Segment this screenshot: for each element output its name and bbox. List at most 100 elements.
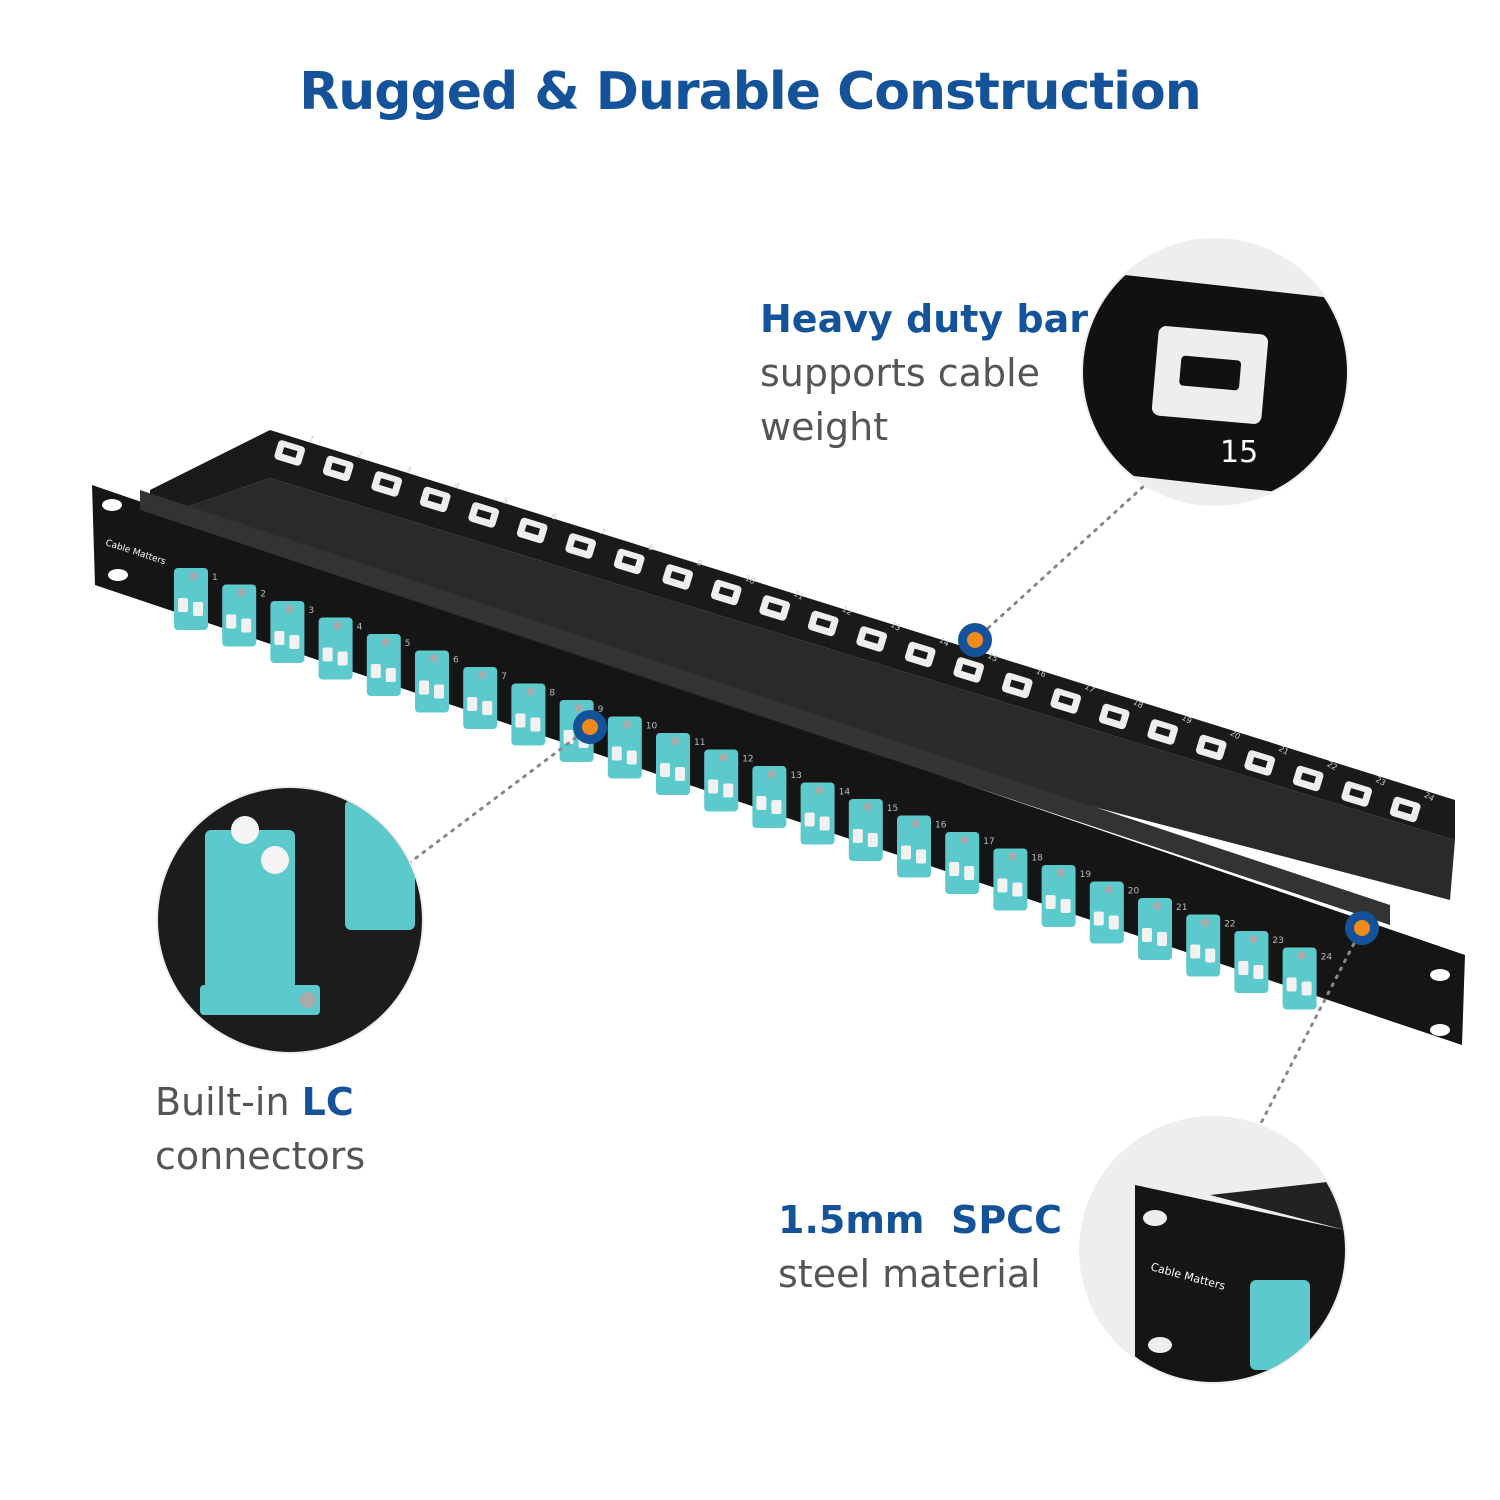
cable-slot: 15 bbox=[953, 651, 999, 683]
cable-slot: 7 bbox=[565, 527, 607, 559]
cable-bar bbox=[150, 430, 1455, 840]
mount-hole bbox=[1430, 969, 1450, 981]
cable-slot: 1 bbox=[274, 434, 316, 466]
hotspot-dot bbox=[1345, 911, 1379, 945]
slot-number: 2 bbox=[356, 449, 365, 459]
page-title: Rugged & Durable Construction bbox=[299, 62, 1202, 122]
slot-number: 7 bbox=[598, 527, 607, 537]
panel-lip bbox=[140, 490, 1390, 925]
slot-number: 23 bbox=[1374, 775, 1387, 788]
lc-port[interactable]: 18 bbox=[993, 848, 1043, 911]
lc-port[interactable]: 17 bbox=[945, 832, 995, 894]
lc-port[interactable]: 11 bbox=[656, 733, 705, 795]
cable-slot: 3 bbox=[371, 465, 413, 497]
lc-port[interactable]: 15 bbox=[848, 799, 898, 861]
port-number: 17 bbox=[983, 837, 994, 847]
slot-number: 19 bbox=[1180, 713, 1193, 726]
zoom-circle-bar: 15 bbox=[1081, 238, 1349, 506]
port-number: 19 bbox=[1080, 870, 1092, 880]
lc-port[interactable]: 4 bbox=[318, 617, 363, 680]
lc-port[interactable]: 13 bbox=[752, 766, 802, 828]
slot-number: 4 bbox=[453, 480, 462, 490]
slot-number: 20 bbox=[1229, 728, 1242, 741]
slot-number: 11 bbox=[792, 589, 805, 602]
cable-slot: 21 bbox=[1244, 744, 1290, 776]
port-number: 9 bbox=[598, 705, 604, 715]
cable-bar-shadow bbox=[150, 478, 1455, 900]
caption-line: supports cable bbox=[760, 351, 1041, 395]
cable-slot: 13 bbox=[856, 620, 902, 652]
cable-slot: 6 bbox=[516, 511, 559, 544]
cable-slot: 10 bbox=[710, 573, 757, 606]
slot-number: 18 bbox=[1132, 697, 1145, 710]
port-number: 1 bbox=[212, 573, 218, 583]
caption-line: connectors bbox=[155, 1134, 366, 1178]
caption-bold: Heavy duty bar bbox=[760, 297, 1088, 341]
lc-port[interactable]: 12 bbox=[704, 749, 754, 812]
slot-number: 1 bbox=[307, 434, 316, 444]
lc-port[interactable]: 6 bbox=[415, 650, 459, 713]
port-number: 21 bbox=[1176, 903, 1187, 913]
lc-port[interactable]: 1 bbox=[174, 568, 218, 630]
lc-port[interactable]: 24 bbox=[1282, 947, 1333, 1010]
cable-slot: 16 bbox=[1001, 666, 1048, 699]
leader-line bbox=[973, 483, 1147, 642]
mount-hole bbox=[108, 569, 128, 581]
lc-port[interactable]: 3 bbox=[270, 601, 314, 663]
hotspot-dot bbox=[958, 623, 992, 657]
lc-port[interactable]: 7 bbox=[463, 667, 507, 729]
zoom-circle-steel: Cable Matters bbox=[1079, 1116, 1347, 1384]
caption-heavy-duty-bar: Heavy duty bar supports cable weight bbox=[760, 292, 1088, 454]
mount-hole bbox=[1430, 1024, 1450, 1036]
port-number: 15 bbox=[887, 804, 898, 814]
caption-steel: 1.5mm SPCC steel material bbox=[778, 1193, 1062, 1301]
lc-port[interactable]: 16 bbox=[897, 815, 947, 878]
cable-slot: 4 bbox=[419, 480, 462, 513]
slot-number: 6 bbox=[550, 511, 559, 521]
lc-port[interactable]: 8 bbox=[511, 683, 555, 746]
caption-bold: LC bbox=[301, 1080, 354, 1124]
lc-port[interactable]: 20 bbox=[1089, 881, 1140, 944]
lc-port[interactable]: 23 bbox=[1234, 931, 1284, 993]
slot-number: 9 bbox=[695, 558, 704, 568]
cable-slot: 23 bbox=[1341, 775, 1387, 807]
port-number: 8 bbox=[549, 689, 555, 699]
caption-lc-connectors: Built-in LC connectors bbox=[155, 1075, 365, 1183]
cable-slot: 11 bbox=[759, 589, 805, 621]
lc-port[interactable]: 5 bbox=[366, 634, 411, 696]
cable-slot: 20 bbox=[1195, 728, 1242, 761]
cable-slot: 2 bbox=[322, 449, 365, 482]
leader-line bbox=[1258, 926, 1364, 1127]
slot-number: 10 bbox=[744, 573, 757, 586]
lc-port[interactable]: 21 bbox=[1138, 898, 1187, 960]
caption-line: steel material bbox=[778, 1252, 1041, 1296]
slot-number: 17 bbox=[1083, 682, 1096, 695]
mount-hole bbox=[102, 499, 122, 511]
slot-number: 5 bbox=[501, 496, 510, 506]
port-number: 7 bbox=[501, 672, 507, 682]
svg-text:15: 15 bbox=[1220, 435, 1258, 470]
port-number: 10 bbox=[646, 722, 658, 732]
port-number: 23 bbox=[1272, 936, 1283, 946]
lc-port[interactable]: 14 bbox=[800, 782, 851, 845]
lc-port[interactable]: 2 bbox=[222, 584, 266, 647]
cable-slot: 17 bbox=[1050, 682, 1096, 714]
slot-number: 21 bbox=[1277, 744, 1290, 757]
lc-port[interactable]: 10 bbox=[607, 716, 658, 779]
caption-line: weight bbox=[760, 405, 889, 449]
lc-port[interactable]: 19 bbox=[1041, 865, 1092, 927]
port-number: 24 bbox=[1321, 953, 1333, 963]
port-number: 20 bbox=[1128, 887, 1140, 897]
zoom-circle-lc bbox=[156, 786, 424, 1054]
cable-slot: 18 bbox=[1098, 697, 1145, 730]
port-number: 18 bbox=[1031, 854, 1043, 864]
caption-bold: 1.5mm SPCC bbox=[778, 1198, 1062, 1242]
lc-port[interactable]: 22 bbox=[1186, 914, 1236, 977]
hotspot-dot bbox=[573, 710, 607, 744]
cable-slot: 8 bbox=[613, 542, 655, 575]
slot-number: 13 bbox=[889, 620, 902, 633]
slot-number: 24 bbox=[1423, 790, 1436, 803]
slot-number: 3 bbox=[404, 465, 413, 475]
cable-slot: 19 bbox=[1147, 713, 1193, 745]
